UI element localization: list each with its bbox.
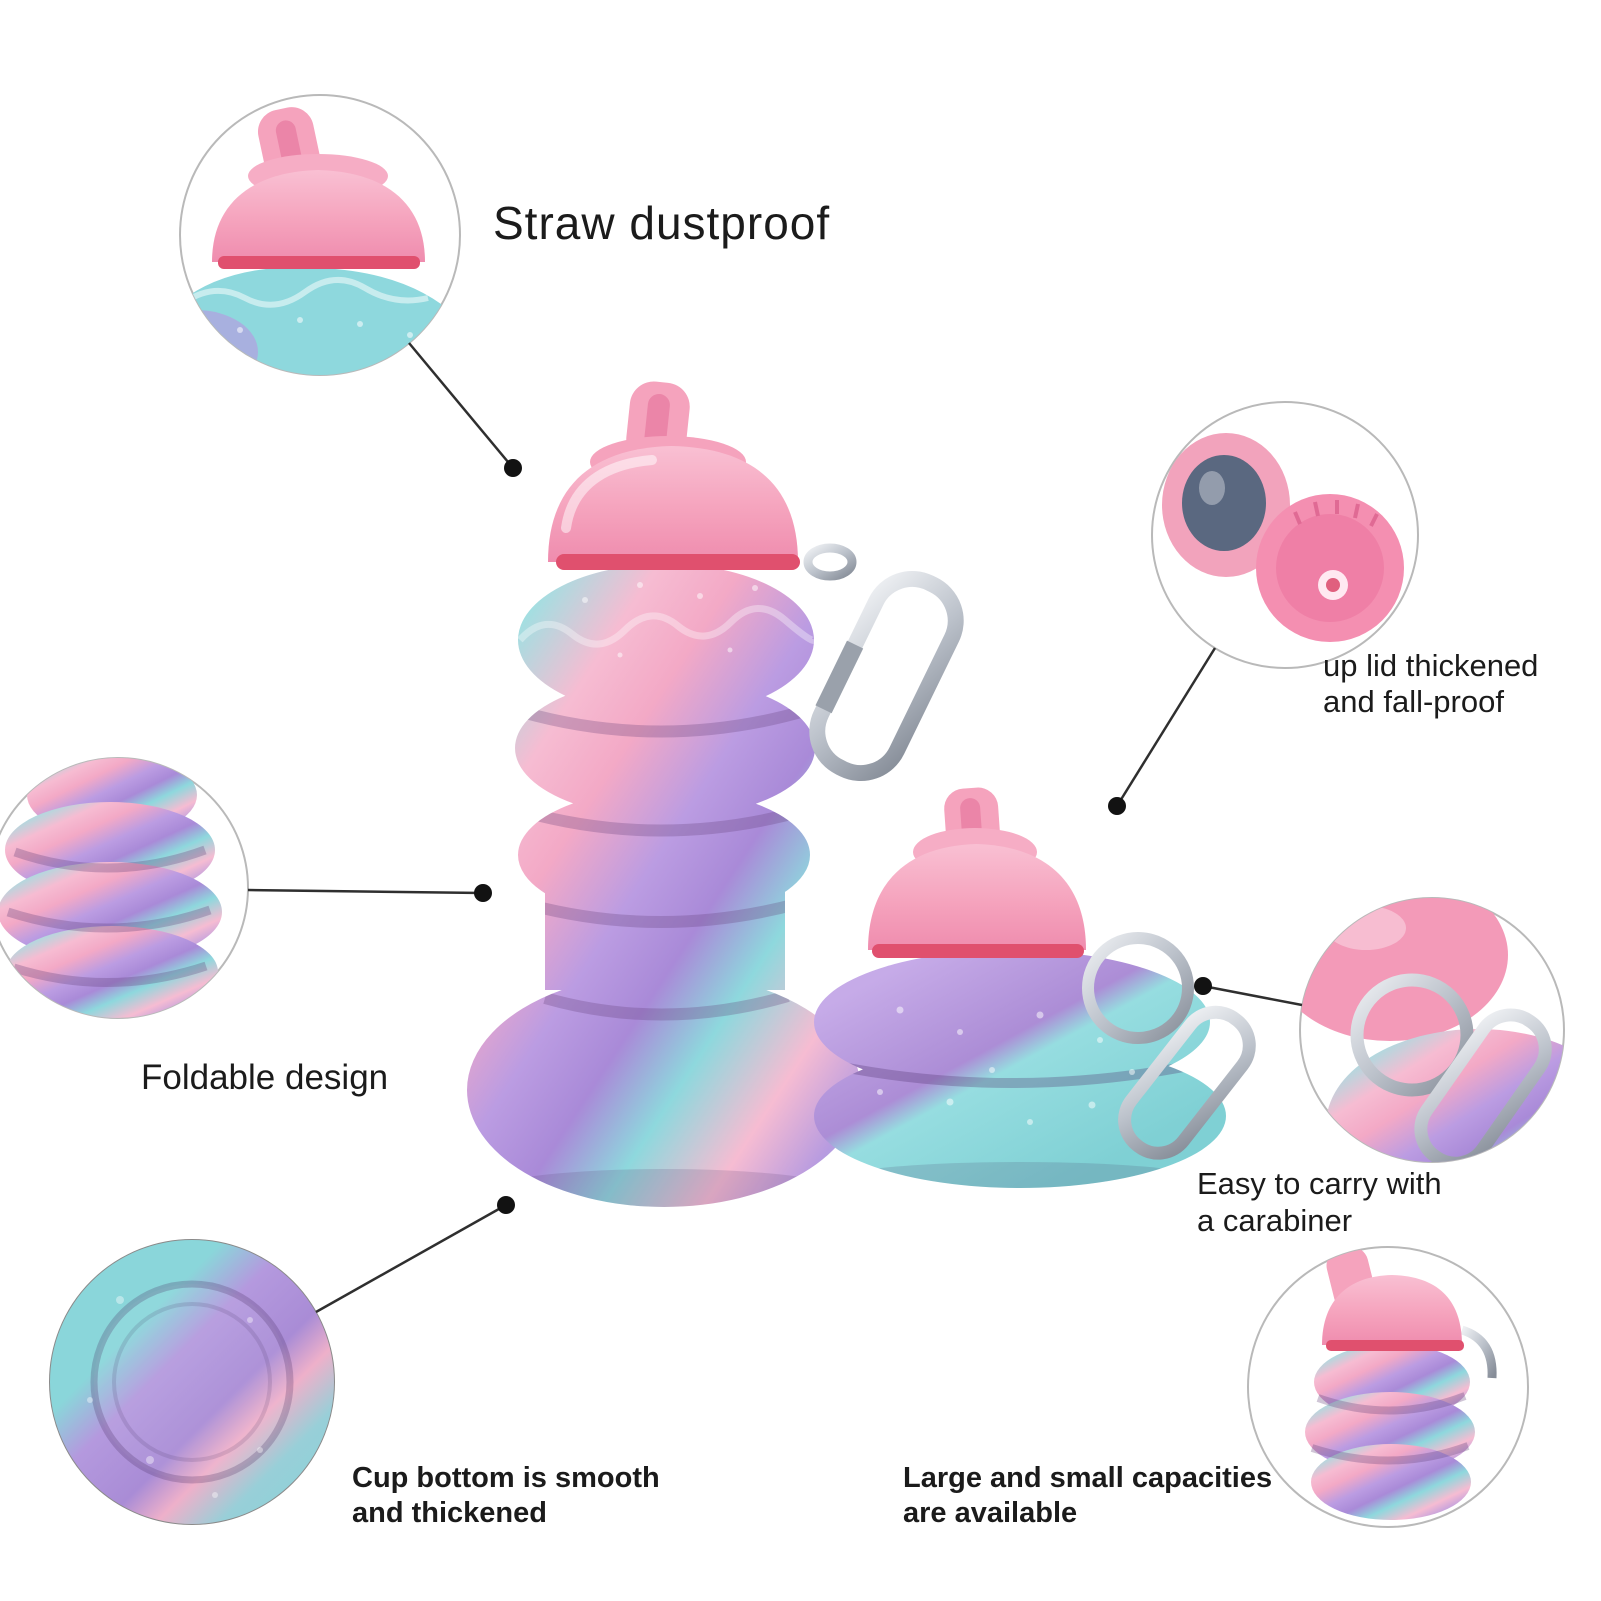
label-up-lid: up lid thickened and fall-proof: [1323, 648, 1538, 720]
label-line: Straw dustproof: [493, 197, 831, 249]
carabiner: [803, 543, 964, 782]
label-cup-bottom: Cup bottom is smooth and thickened: [352, 1461, 660, 1531]
cap-seam: [872, 944, 1084, 958]
small-straw-cap: [868, 787, 1086, 958]
fold-creases: [520, 704, 810, 1021]
leader-dots: [474, 459, 1212, 1214]
label-line: are available: [903, 1496, 1078, 1529]
leader-lines: [247, 342, 1303, 1314]
label-line: Large and small capacities: [903, 1462, 1273, 1494]
callout-lid-open: [1151, 401, 1419, 669]
label-capacities: Large and small capacities are available: [903, 1461, 1272, 1531]
small-carabiner: [1082, 932, 1256, 1160]
label-straw-dustproof: Straw dustproof: [493, 196, 830, 250]
label-line: and fall-proof: [1323, 683, 1504, 719]
label-line: Foldable design: [141, 1058, 389, 1097]
sprinkle-dots: [877, 1006, 1135, 1125]
callout-foldable: [0, 757, 249, 1019]
label-line: Easy to carry with: [1197, 1166, 1442, 1201]
label-line: a carabiner: [1197, 1202, 1353, 1238]
small-bottle-body: [814, 950, 1226, 1188]
cap-seam: [556, 554, 800, 570]
label-easy-carry: Easy to carry with a carabiner: [1197, 1166, 1442, 1239]
callout-straw-closeup: [179, 94, 461, 376]
small-bottle: [814, 787, 1256, 1188]
main-straw-cap: [548, 381, 800, 570]
callout-capacity-bottle: [1247, 1246, 1529, 1528]
sprinkle-dots: [582, 582, 758, 658]
callout-carabiner-closeup: [1299, 897, 1565, 1163]
callout-cup-bottom: [49, 1239, 335, 1525]
label-line: and thickened: [352, 1496, 547, 1529]
label-line: up lid thickened: [1323, 648, 1539, 683]
label-line: Cup bottom is smooth: [352, 1462, 660, 1494]
label-foldable-design: Foldable design: [141, 1058, 388, 1098]
